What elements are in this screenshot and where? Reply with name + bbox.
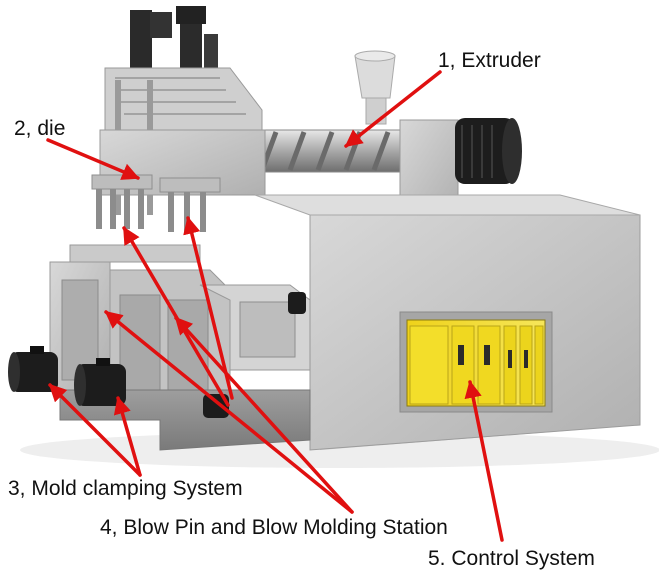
control-panel [406, 319, 546, 407]
arrow-blow-station-b [174, 316, 354, 514]
label-mold-clamping-system: 3, Mold clamping System [8, 477, 243, 500]
arrow-control-system [464, 380, 504, 542]
mold-clamping-frames [49, 244, 311, 451]
drive-motor [455, 118, 522, 184]
label-blow-pin-station: 4, Blow Pin and Blow Molding Station [100, 516, 448, 539]
arrow-die [46, 138, 140, 180]
die-head [91, 67, 266, 232]
arrow-blow-station-a [104, 310, 354, 514]
servo-motor-middle [74, 358, 126, 406]
servo-motor-left [8, 346, 58, 392]
arrow-clamping-right [113, 396, 142, 477]
arrow-blow-pin-b [183, 216, 234, 400]
label-extruder: 1, Extruder [438, 49, 541, 72]
arrow-clamping-left [48, 383, 142, 477]
label-control-system: 5. Control System [428, 547, 595, 570]
arrow-extruder [344, 70, 442, 148]
label-die: 2, die [14, 117, 66, 140]
pointer-arrows [46, 70, 504, 542]
servo-motor-small [203, 292, 306, 418]
